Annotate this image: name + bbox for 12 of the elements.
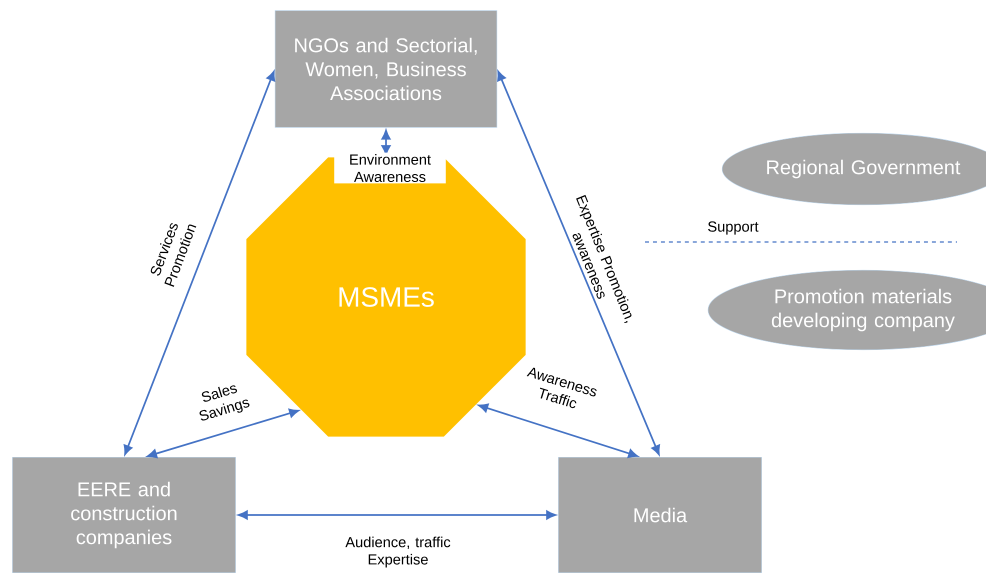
arrow bbox=[147, 408, 299, 458]
arrow bbox=[124, 70, 276, 455]
process-box: EERE and construction companies bbox=[12, 456, 236, 573]
edge-label: Audience, traffic Expertise bbox=[345, 536, 450, 568]
arrow bbox=[238, 510, 556, 520]
legend-label: Support bbox=[708, 221, 758, 235]
arrow bbox=[381, 130, 391, 155]
edge-label: Environment Awareness bbox=[334, 152, 446, 184]
process-box: Media bbox=[558, 456, 762, 573]
arrow bbox=[497, 70, 660, 456]
process-box: NGOs and Sectorial, Women, Business Associations bbox=[274, 10, 498, 128]
arrow bbox=[478, 404, 638, 458]
